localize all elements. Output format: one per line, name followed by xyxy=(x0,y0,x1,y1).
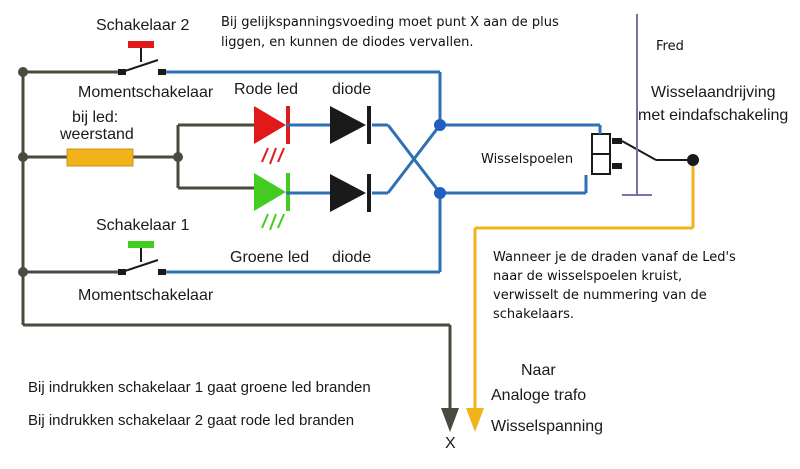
terminal-node xyxy=(687,154,699,166)
label-diode-bottom: diode xyxy=(332,249,371,266)
momentschakelaar-2 xyxy=(118,41,197,75)
junction-node xyxy=(18,267,28,277)
junction-node xyxy=(434,119,446,131)
light-ray xyxy=(269,147,277,165)
label-groene-led: Groene led xyxy=(230,249,309,266)
junction-node xyxy=(434,187,446,199)
label-eindafschakeling: met eindafschakeling xyxy=(638,107,788,124)
diode-top xyxy=(330,106,371,144)
red-push-button xyxy=(128,41,154,48)
wire-junctions xyxy=(18,67,446,277)
label-schakelaar-2: Schakelaar 2 xyxy=(96,17,189,34)
instruction-schakelaar-1: Bij indrukken schakelaar 1 gaat groene l… xyxy=(28,379,371,396)
green-push-button xyxy=(128,241,154,248)
label-wisselspanning: Wisselspanning xyxy=(491,418,603,435)
light-ray xyxy=(277,213,285,229)
label-weerstand: weerstand xyxy=(59,126,134,143)
instruction-schakelaar-2: Bij indrukken schakelaar 2 gaat rode led… xyxy=(28,412,354,429)
wisselspoelen xyxy=(591,125,699,175)
junction-node xyxy=(18,152,28,162)
note-kruisen-1: Wanneer je de draden vanaf de Led's xyxy=(493,250,736,265)
note-gelijkspanning-1: Bij gelijkspanningsvoeding moet punt X a… xyxy=(221,15,559,30)
note-gelijkspanning-2: liggen, en kunnen de diodes vervallen. xyxy=(221,35,473,50)
momentschakelaar-1 xyxy=(118,241,197,275)
diode-bottom xyxy=(330,174,371,212)
label-momentschakelaar-top: Momentschakelaar xyxy=(78,84,214,101)
arrow-trafo xyxy=(466,408,484,432)
blue-wires xyxy=(197,70,600,274)
label-schakelaar-1: Schakelaar 1 xyxy=(96,217,189,234)
label-diode-top: diode xyxy=(332,81,371,98)
label-punt-x: X xyxy=(445,435,456,452)
label-wisselspoelen: Wisselspoelen xyxy=(481,152,573,167)
resistor xyxy=(66,148,134,167)
light-ray xyxy=(277,147,285,163)
arrow-x xyxy=(441,408,459,432)
label-fred: Fred xyxy=(656,39,684,54)
light-ray xyxy=(261,213,269,229)
label-bij-led: bij led: xyxy=(72,109,118,126)
note-kruisen-3: verwisselt de nummering van de xyxy=(493,288,707,303)
red-led xyxy=(250,106,292,165)
yellow-wire xyxy=(473,166,695,410)
junction-node xyxy=(18,67,28,77)
light-ray xyxy=(261,147,269,163)
light-ray xyxy=(269,213,277,231)
label-momentschakelaar-bottom: Momentschakelaar xyxy=(78,287,214,304)
label-rode-led: Rode led xyxy=(234,81,298,98)
label-naar: Naar xyxy=(521,362,556,379)
junction-node xyxy=(173,152,183,162)
label-wisselaandrijving: Wisselaandrijving xyxy=(651,84,776,101)
note-kruisen-4: schakelaars. xyxy=(493,307,574,322)
green-led xyxy=(250,173,292,231)
label-analoge-trafo: Analoge trafo xyxy=(491,387,586,404)
note-kruisen-2: naar de wisselspoelen kruist, xyxy=(493,269,682,284)
